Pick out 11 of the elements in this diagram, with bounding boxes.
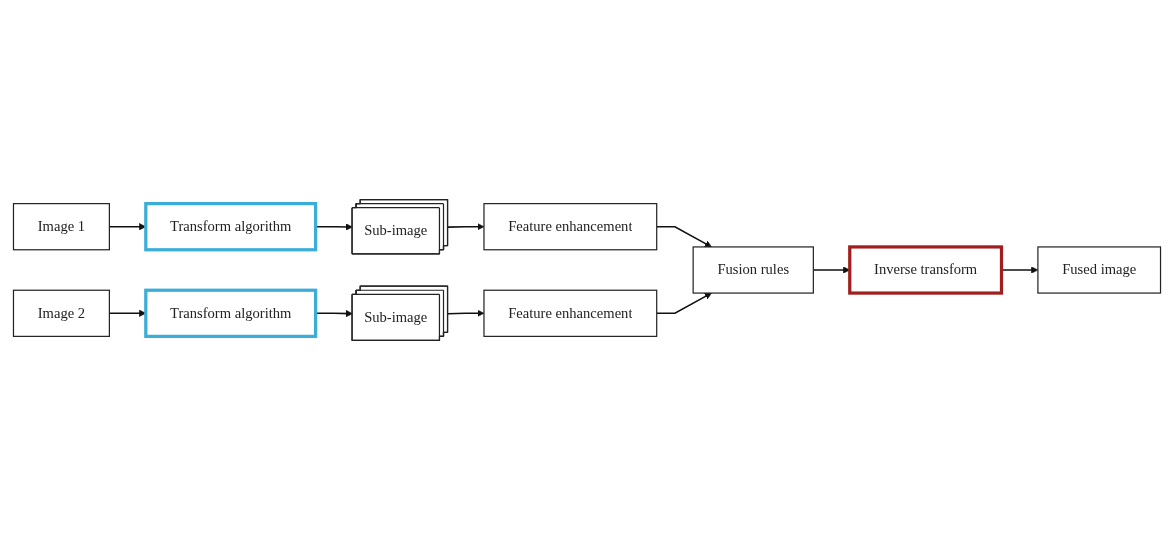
arrow [446, 309, 484, 317]
node-box: Inverse transform [847, 245, 1003, 295]
node-box: Transform algorithm [143, 288, 317, 338]
node-box: Fused image [1036, 246, 1161, 294]
node-box: Image 2 [12, 289, 110, 337]
arrow [446, 223, 484, 231]
node-box: Feature enhancement [482, 289, 657, 337]
node-box: Feature enhancement [482, 203, 657, 251]
node-box: Transform algorithm [143, 202, 317, 252]
node-box: Fusion rules [692, 246, 814, 294]
node-box: Image 1 [12, 203, 110, 251]
